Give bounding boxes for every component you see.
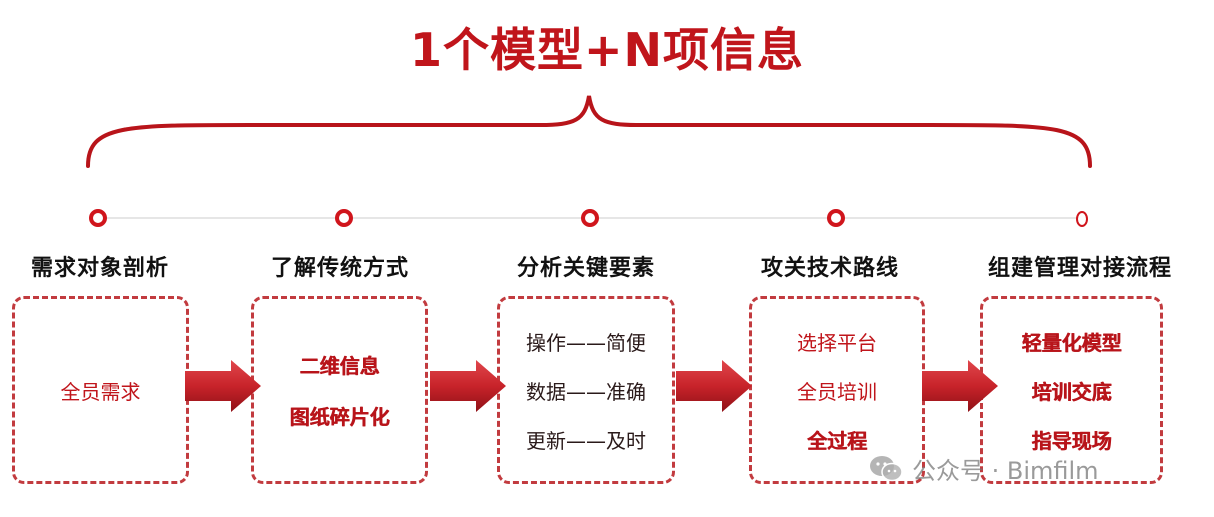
stage-3-heading: 分析关键要素	[516, 256, 655, 281]
stage-5-heading: 组建管理对接流程	[987, 256, 1172, 281]
timeline-graphic	[86, 95, 1092, 227]
stage-2-item-2: 图纸碎片化	[289, 405, 390, 429]
stage-3-box: 操作——简便 数据——准确 更新——及时	[497, 296, 675, 484]
stage-2-item-1: 二维信息	[299, 354, 380, 378]
watermark-text: 公众号 · Bimfilm	[912, 456, 1099, 485]
watermark: 公众号 · Bimfilm	[868, 448, 1099, 488]
curly-brace	[86, 95, 1092, 168]
stage-3-item-3: 更新——及时	[526, 428, 646, 453]
stage-3-item-1: 操作——简便	[526, 330, 646, 355]
stage-4-item-1: 选择平台	[797, 330, 877, 355]
stage-1-item-1: 全员需求	[60, 379, 141, 404]
stage-4-item-3: 全过程	[807, 428, 867, 453]
stage-4-heading: 攻关技术路线	[760, 256, 899, 281]
stage-1-heading: 需求对象剖析	[30, 256, 169, 281]
stage-2-heading: 了解传统方式	[270, 256, 409, 281]
wechat-icon	[870, 456, 903, 482]
flow-arrow-3	[676, 360, 752, 412]
timeline-dot-1	[89, 209, 107, 227]
timeline-dot-4	[827, 209, 845, 227]
stage-5-item-3: 指导现场	[1031, 428, 1112, 453]
stage-4-item-2: 全员培训	[797, 379, 877, 404]
diagram-title: 1个模型+N项信息	[409, 23, 805, 77]
timeline-dot-2	[335, 209, 353, 227]
stage-5-item-1: 轻量化模型	[1021, 330, 1122, 355]
stage-2-box: 二维信息 图纸碎片化	[251, 296, 428, 484]
stage-5-item-2: 培训交底	[1031, 379, 1112, 404]
stage-1-box: 全员需求	[12, 296, 189, 484]
flow-arrow-2	[430, 360, 506, 412]
stage-5-box: 轻量化模型 培训交底 指导现场	[980, 296, 1163, 484]
timeline-dot-3	[581, 209, 599, 227]
stage-3-item-2: 数据——准确	[526, 379, 646, 404]
flow-arrow-1	[185, 360, 261, 412]
flow-arrow-4	[922, 360, 998, 412]
timeline-dot-5	[1076, 211, 1088, 227]
